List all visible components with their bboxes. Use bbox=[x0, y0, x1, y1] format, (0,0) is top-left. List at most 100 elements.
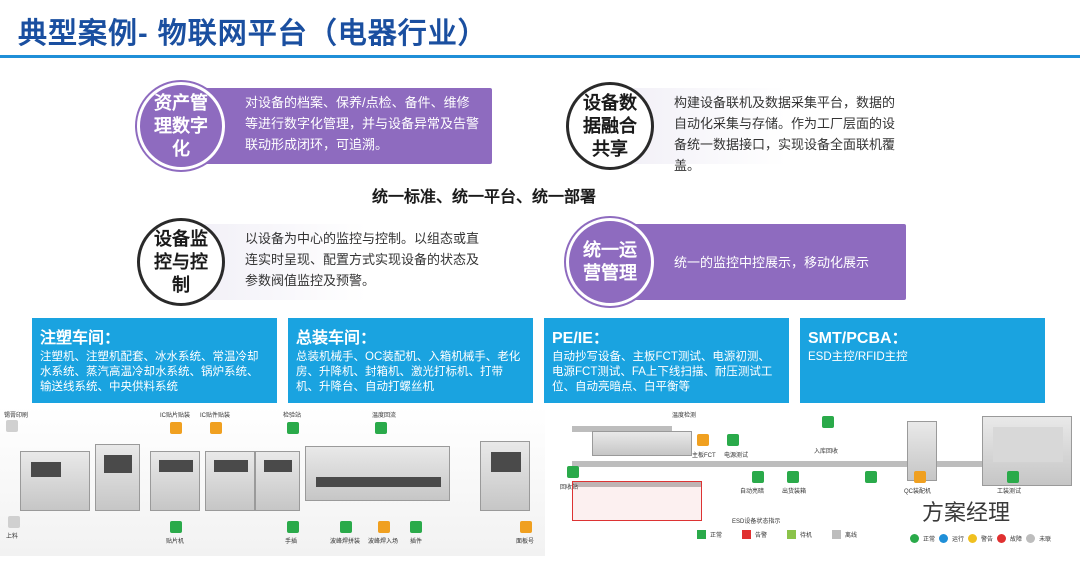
label-r4: 电源测试 bbox=[724, 453, 749, 459]
label-r7: 工装测试 bbox=[997, 489, 1022, 495]
conveyor bbox=[572, 461, 1072, 467]
machine-placer-2 bbox=[205, 451, 255, 511]
production-zone bbox=[572, 481, 702, 521]
device-icon bbox=[697, 434, 709, 446]
device-icon bbox=[914, 471, 926, 483]
smt-line-image: 锡膏印刷 IC贴片贴装 IC贴件贴装 检验站 温度回流 上料 贴片机 手插 波峰… bbox=[0, 406, 545, 556]
label-wave2: 波峰焊入场 bbox=[368, 539, 399, 545]
label-r8: 出货装箱 bbox=[782, 489, 807, 495]
feature-desc: 以设备为中心的监控与控制。以组态或直连实时呈现、配置方式实现设备的状态及参数阀值… bbox=[245, 231, 480, 288]
feature-bar bbox=[177, 88, 492, 164]
feature-monitoring: 设备监控与控制 以设备为中心的监控与控制。以组态或直连实时呈现、配置方式实现设备… bbox=[137, 218, 492, 306]
device-icon bbox=[520, 521, 532, 533]
watermark: 方案经理 bbox=[922, 501, 1011, 526]
feature-circle: 资产管理数字化 bbox=[137, 82, 225, 170]
label-r9: 入库回收 bbox=[814, 449, 839, 455]
feature-bar bbox=[177, 224, 492, 300]
device-icon bbox=[787, 471, 799, 483]
legend-item: 未联 bbox=[1039, 537, 1052, 543]
machine-placer-3 bbox=[255, 451, 300, 511]
label-wave1: 波峰焊拼装 bbox=[330, 539, 361, 545]
device-icon bbox=[6, 420, 18, 432]
device-icon bbox=[170, 521, 182, 533]
assembly-line-image: 回收站 温度检测 主板FCT 电源测试 自动亮暗 出货装箱 入库回收 QC装配机… bbox=[552, 406, 1080, 556]
legend-item: 运行 bbox=[952, 537, 965, 543]
device-icon bbox=[375, 422, 387, 434]
machine-placer-1 bbox=[150, 451, 200, 511]
device-icon bbox=[727, 434, 739, 446]
zone-title: 总装车间： bbox=[296, 330, 377, 347]
legend-item: 故障 bbox=[1010, 537, 1023, 543]
page-title: 典型案例- 物联网平台（电器行业） bbox=[18, 18, 488, 50]
feature-circle: 设备数据融合共享 bbox=[566, 82, 654, 170]
label-r2: 温度检测 bbox=[672, 413, 697, 419]
legend-item: 待机 bbox=[800, 533, 813, 539]
legend-item: 正常 bbox=[710, 533, 723, 539]
device-icon bbox=[865, 471, 877, 483]
legend-item: 正常 bbox=[923, 537, 936, 543]
device-icon bbox=[410, 521, 422, 533]
device-icon bbox=[287, 521, 299, 533]
feature-circle: 设备监控与控制 bbox=[137, 218, 225, 306]
station-test bbox=[592, 431, 692, 456]
station-tool bbox=[982, 416, 1072, 486]
zone-injection: 注塑车间： 注塑机、注塑机配套、冰水系统、常温冷却水系统、蒸汽高温冷却水系统、锅… bbox=[32, 318, 277, 403]
feature-desc: 构建设备联机及数据采集平台，数据的自动化采集与存储。作为工厂层面的设备统一数据接… bbox=[674, 95, 896, 173]
device-icon bbox=[210, 422, 222, 434]
label-ic2: IC贴件贴装 bbox=[200, 413, 231, 419]
zone-body: 总装机械手、OC装配机、入箱机械手、老化房、升降机、封箱机、激光打标机、打带机、… bbox=[296, 351, 521, 393]
feature-operations: 统一运营管理 统一的监控中控展示，移动化展示 bbox=[566, 218, 906, 306]
feature-desc: 统一的监控中控展示，移动化展示 bbox=[674, 255, 870, 270]
label-r1: 回收站 bbox=[560, 485, 579, 491]
label-r6: QC装配机 bbox=[904, 489, 932, 495]
device-icon bbox=[8, 516, 20, 528]
label-top-left: 锡膏印刷 bbox=[4, 413, 29, 419]
zone-title: PE/IE： bbox=[552, 330, 609, 347]
center-slogan: 统一标准、统一平台、统一部署 bbox=[372, 189, 597, 206]
label-hand: 手插 bbox=[285, 539, 298, 545]
label-panel: 面板号 bbox=[516, 539, 535, 545]
zone-body: 注塑机、注塑机配套、冰水系统、常温冷却水系统、蒸汽高温冷却水系统、锅炉系统、输送… bbox=[40, 351, 259, 393]
label-r5: 自动亮暗 bbox=[740, 489, 765, 495]
device-icon bbox=[752, 471, 764, 483]
label-reflow: 温度回流 bbox=[372, 413, 397, 419]
device-icon bbox=[567, 466, 579, 478]
legend-item: 警告 bbox=[981, 537, 994, 543]
title-rule bbox=[0, 55, 1080, 58]
device-icon bbox=[170, 422, 182, 434]
label-check: 检验站 bbox=[283, 413, 302, 419]
zone-assembly: 总装车间： 总装机械手、OC装配机、入箱机械手、老化房、升降机、封箱机、激光打标… bbox=[288, 318, 533, 403]
feature-data-fusion: 设备数据融合共享 构建设备联机及数据采集平台，数据的自动化采集与存储。作为工厂层… bbox=[566, 82, 906, 173]
device-icon bbox=[1007, 471, 1019, 483]
zone-body: 自动抄写设备、主板FCT测试、电源初测、电源FCT测试、FA上下线扫描、耐压测试… bbox=[552, 351, 773, 393]
label-insert: 插件 bbox=[410, 539, 423, 545]
zone-body: ESD主控/RFID主控 bbox=[808, 351, 908, 363]
legend-item: 告警 bbox=[755, 533, 768, 539]
machine-aoi bbox=[480, 441, 530, 511]
label-stick: 贴片机 bbox=[166, 539, 185, 545]
machine-printer bbox=[20, 451, 90, 511]
zone-pe-ie: PE/IE： 自动抄写设备、主板FCT测试、电源初测、电源FCT测试、FA上下线… bbox=[544, 318, 789, 403]
device-icon bbox=[822, 416, 834, 428]
device-icon bbox=[340, 521, 352, 533]
zone-smt: SMT/PCBA： ESD主控/RFID主控 bbox=[800, 318, 1045, 403]
zone-title: 注塑车间： bbox=[40, 330, 121, 347]
device-icon bbox=[378, 521, 390, 533]
zone-title: SMT/PCBA： bbox=[808, 330, 908, 347]
feature-circle: 统一运营管理 bbox=[566, 218, 654, 306]
label-up: 上料 bbox=[6, 534, 19, 540]
legend-status: 正常 告警 待机 离线 bbox=[697, 530, 857, 539]
machine-pick bbox=[95, 444, 140, 511]
feature-bar bbox=[606, 224, 906, 300]
label-ic1: IC贴片贴装 bbox=[160, 413, 191, 419]
feature-bar bbox=[606, 88, 906, 164]
conveyor bbox=[572, 481, 702, 487]
legend-right: 正常 运行 警告 故障 未联 bbox=[910, 534, 1051, 543]
label-r3: 主板FCT bbox=[692, 453, 716, 459]
feature-desc: 对设备的档案、保养/点检、备件、维修等进行数字化管理，并与设备异常及告警联动形成… bbox=[245, 95, 480, 152]
legend-item: 离线 bbox=[845, 533, 858, 539]
label-r10: ESD设备状态指示 bbox=[732, 519, 781, 525]
device-icon bbox=[287, 422, 299, 434]
feature-asset-management: 资产管理数字化 对设备的档案、保养/点检、备件、维修等进行数字化管理，并与设备异… bbox=[137, 82, 492, 170]
conveyor bbox=[572, 426, 672, 432]
